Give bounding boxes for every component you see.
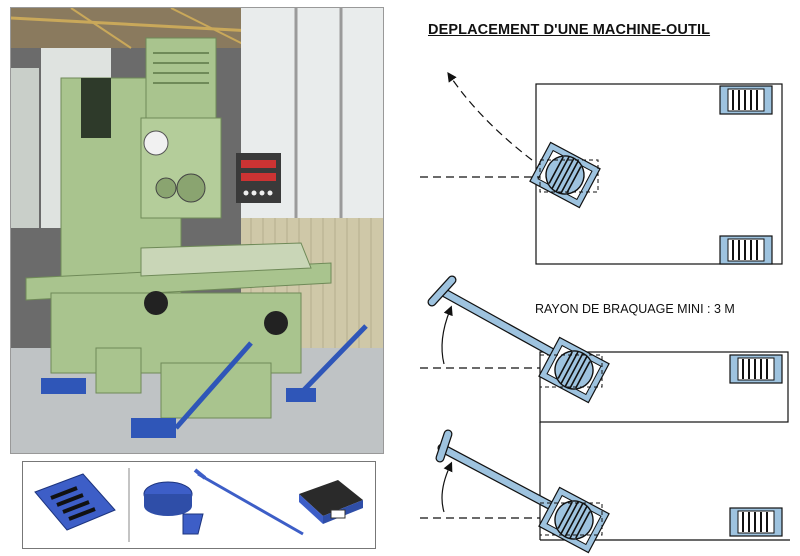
roller-skate-icon — [34, 473, 116, 531]
diagram-top — [420, 72, 783, 265]
milling-machine-photo — [10, 7, 384, 454]
tow-bar-bottom — [435, 429, 560, 513]
diagram-title: DEPLACEMENT D'UNE MACHINE-OUTIL — [428, 22, 711, 38]
diagram-middle — [420, 275, 789, 480]
moving-diagram — [420, 72, 790, 554]
tow-bar-icon — [193, 468, 304, 536]
rear-skate-top-1 — [719, 85, 773, 115]
front-steer-skate-bottom — [538, 486, 610, 554]
flat-roller-icon — [299, 480, 363, 524]
rear-skate-middle — [729, 354, 783, 384]
steerable-skate-icon — [143, 481, 204, 535]
rear-skate-top-2 — [719, 235, 773, 265]
equipment-strip — [22, 461, 376, 549]
rear-skate-bottom — [729, 507, 783, 537]
equipment-illustrations — [34, 468, 363, 542]
tow-bar-middle — [427, 275, 567, 363]
milling-machine-illustration — [11, 8, 383, 453]
turning-radius-label: RAYON DE BRAQUAGE MINI : 3 M — [535, 302, 735, 316]
diagram-bottom — [420, 429, 790, 554]
